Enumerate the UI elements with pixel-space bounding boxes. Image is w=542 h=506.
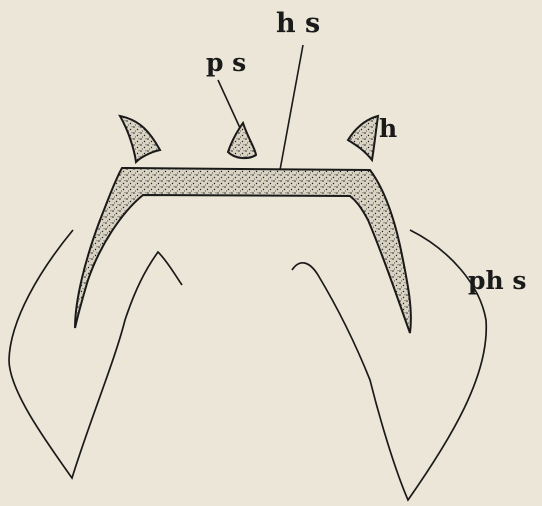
leader-line-hs xyxy=(280,45,303,170)
label-phs: ph s xyxy=(468,268,526,293)
left-horn xyxy=(120,116,160,162)
leader-line-ps xyxy=(218,80,240,128)
ps-triangle xyxy=(228,123,256,158)
right-horn xyxy=(348,116,378,160)
label-hs: h s xyxy=(276,10,320,37)
hyoid-stippled-structure xyxy=(75,168,411,333)
label-ps: p s xyxy=(206,50,246,75)
left-pharyngeal-lobe-outline xyxy=(9,230,182,478)
label-h: h xyxy=(379,116,397,141)
